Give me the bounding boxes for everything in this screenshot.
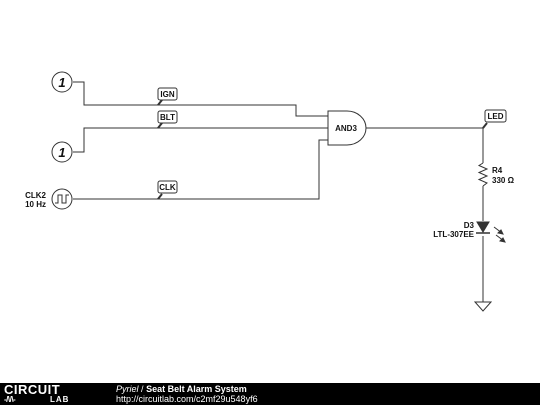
- wires: [73, 81, 484, 302]
- ground-icon: [473, 301, 493, 312]
- net-label-ign-text: IGN: [160, 90, 174, 99]
- resistor[interactable]: R4 330 Ω: [477, 162, 515, 187]
- net-label-led-text: LED: [488, 112, 504, 121]
- and-gate-name: AND3: [335, 124, 357, 133]
- title-separator: /: [141, 384, 144, 394]
- net-label-blt[interactable]: BLT: [157, 110, 178, 129]
- and-gate[interactable]: AND3: [327, 110, 367, 146]
- net-label-ign[interactable]: IGN: [157, 87, 178, 106]
- clock-source[interactable]: CLK2 10 Hz: [25, 188, 73, 210]
- clock-name: CLK2: [25, 191, 46, 200]
- resistor-value: 330 Ω: [492, 176, 515, 185]
- ground-symbol[interactable]: [473, 301, 493, 312]
- circuit-title-line: Pyriel / Seat Belt Alarm System: [116, 384, 247, 394]
- constant-input-1[interactable]: 1: [51, 71, 73, 93]
- brand-top-text: CIRCUIT: [4, 382, 61, 397]
- led-part: LTL-307EE: [433, 230, 474, 239]
- footer-bar: CIRCUIT -/\/\-- LAB Pyriel / Seat Belt A…: [0, 382, 540, 413]
- constant-input-2-symbol: 1: [58, 145, 65, 160]
- diode-triangle: [476, 221, 490, 233]
- net-label-clk[interactable]: CLK: [157, 180, 178, 200]
- net-label-led[interactable]: LED: [482, 109, 507, 129]
- net-label-clk-text: CLK: [159, 183, 176, 192]
- resistor-zigzag: [477, 162, 489, 187]
- square-wave-icon: [55, 194, 69, 204]
- circuitlab-logo[interactable]: CIRCUIT -/\/\-- LAB: [4, 382, 104, 413]
- constant-input-2[interactable]: 1: [51, 141, 73, 163]
- net-label-blt-text: BLT: [160, 113, 175, 122]
- led-name: D3: [464, 221, 475, 230]
- brand-bottom-text: LAB: [50, 395, 70, 404]
- schematic-canvas[interactable]: 1 1 CLK2 10 Hz IGN BLT CLK LED AND3: [0, 0, 540, 383]
- led-diode[interactable]: D3 LTL-307EE: [433, 221, 506, 243]
- constant-input-1-symbol: 1: [58, 75, 65, 90]
- light-emission-icon: [493, 226, 506, 243]
- clock-frequency: 10 Hz: [25, 200, 46, 209]
- resistor-name: R4: [492, 166, 503, 175]
- and-gate-body: [327, 110, 367, 146]
- brand-symbols: -/\/\--: [4, 395, 16, 413]
- author-link[interactable]: Pyriel: [116, 384, 139, 394]
- circuit-title: Seat Belt Alarm System: [146, 384, 247, 394]
- circuit-url-link[interactable]: http://circuitlab.com/c2mf29u548yf6: [116, 394, 258, 404]
